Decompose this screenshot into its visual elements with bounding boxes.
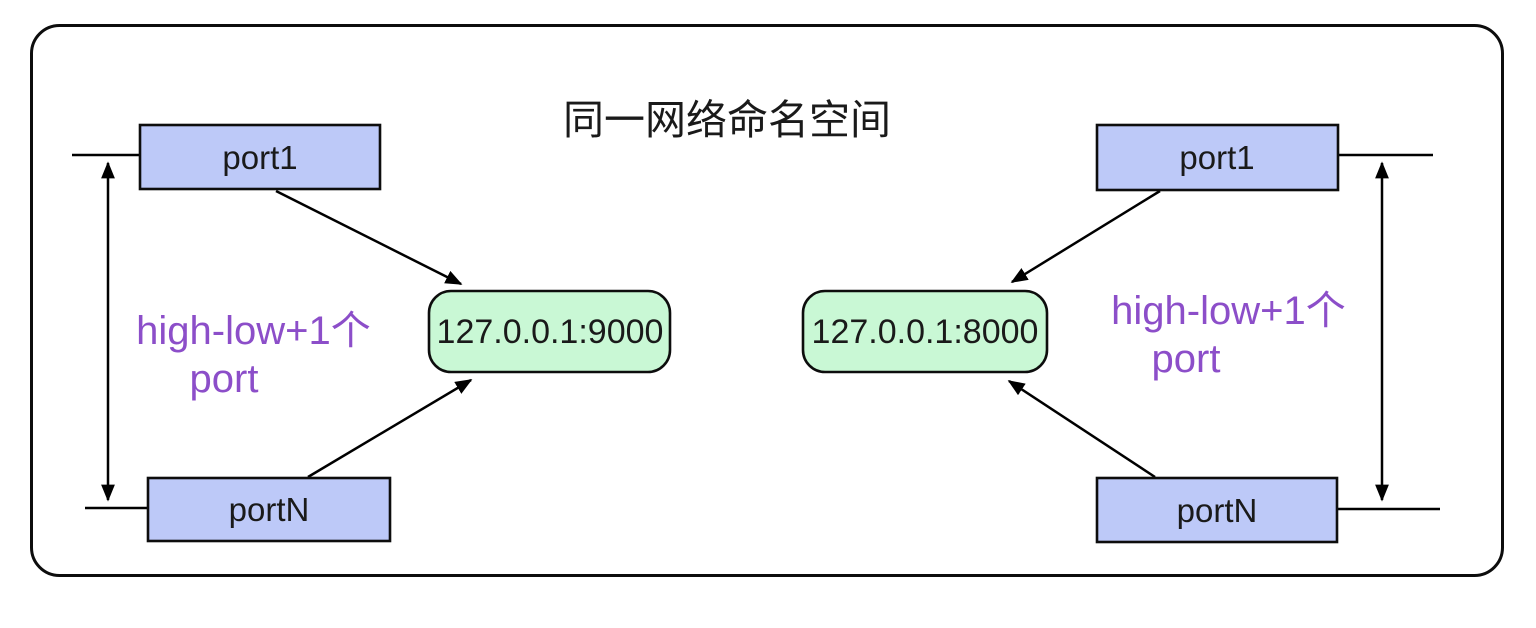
left-endpoint-address: 127.0.0.1:9000 [437,313,664,351]
diagram-title: 同一网络命名空间 [563,97,891,143]
left-port1-label: port1 [222,139,297,176]
left-portn-box [146,476,392,543]
right-portn-box [1095,476,1339,544]
connector-lines [72,153,1440,511]
right-portn-label: portN [1177,492,1258,529]
node-labels: 同一网络命名空间 port1 portN 127.0.0.1:9000 port… [222,97,1257,529]
left-portn-to-endpoint-arrow [307,378,473,479]
left-port-range-label-line2: port [190,357,259,401]
left-port1-box [138,123,382,191]
left-port1-to-endpoint-arrow [275,189,463,286]
left-endpoint-box [427,289,672,374]
right-portn-to-endpoint-arrow [1007,379,1156,479]
right-port-range-label-line2: port [1152,337,1221,381]
right-endpoint-address: 127.0.0.1:8000 [812,313,1039,351]
right-port-range-label: high-low+1个 port [1111,289,1357,381]
right-endpoint-box [801,289,1049,374]
right-port1-to-endpoint-arrow [1010,189,1161,284]
left-port-range-label: high-low+1个 port [136,309,382,401]
right-port1-label: port1 [1179,139,1254,176]
right-port-range-label-line1: high-low+1个 [1111,289,1346,333]
node-boxes [138,123,1340,544]
left-port-range-label-line1: high-low+1个 [136,309,371,353]
left-portn-label: portN [229,491,310,528]
right-port1-box [1095,123,1340,192]
namespace-boundary [30,24,1504,577]
